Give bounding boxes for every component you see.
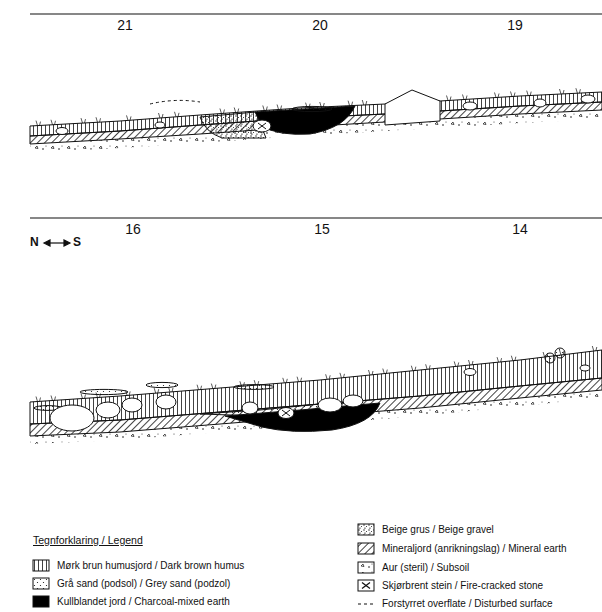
legend-swatch — [358, 604, 374, 605]
legend-text: Kullblandet jord / Charcoal-mixed earth — [57, 596, 230, 607]
legend-text: Grå sand (podsol) / Grey sand (podzol) — [57, 578, 230, 589]
grid-number: 16 — [125, 222, 141, 237]
legend-swatch — [358, 580, 374, 591]
legend-heading: Tegnforklaring / Legend — [33, 535, 143, 547]
grid-number: 19 — [507, 18, 523, 33]
legend-text: Skjørbrent stein / Fire-cracked stone — [382, 580, 543, 591]
legend-swatch — [358, 562, 374, 573]
grid-number: 21 — [117, 18, 133, 33]
direction-label: N — [30, 236, 39, 249]
profile-section-upper — [30, 90, 602, 153]
legend-swatch — [358, 543, 374, 554]
legend-text: Mineraljord (anrikningslag) / Mineral ea… — [382, 543, 567, 554]
grid-number: 14 — [512, 222, 528, 237]
legend-swatch — [358, 524, 374, 535]
legend-text: Mørk brun humusjord / Dark brown humus — [57, 560, 244, 571]
profile-section-lower — [30, 348, 602, 444]
legend-text: Beige grus / Beige gravel — [382, 524, 494, 535]
legend-text: Forstyrret overflate / Disturbed surface — [382, 598, 553, 609]
grid-number: 20 — [312, 18, 328, 33]
direction-arrow — [44, 240, 70, 246]
grid-number: 15 — [314, 222, 330, 237]
legend-swatch — [33, 578, 49, 589]
legend-swatches — [33, 524, 374, 607]
legend-swatch — [33, 596, 49, 607]
legend-text: Aur (steril) / Subsoil — [382, 562, 469, 573]
legend-swatch — [33, 560, 49, 571]
grid-axis — [30, 14, 602, 218]
direction-label: S — [73, 236, 81, 249]
grass-strokes — [36, 88, 597, 401]
